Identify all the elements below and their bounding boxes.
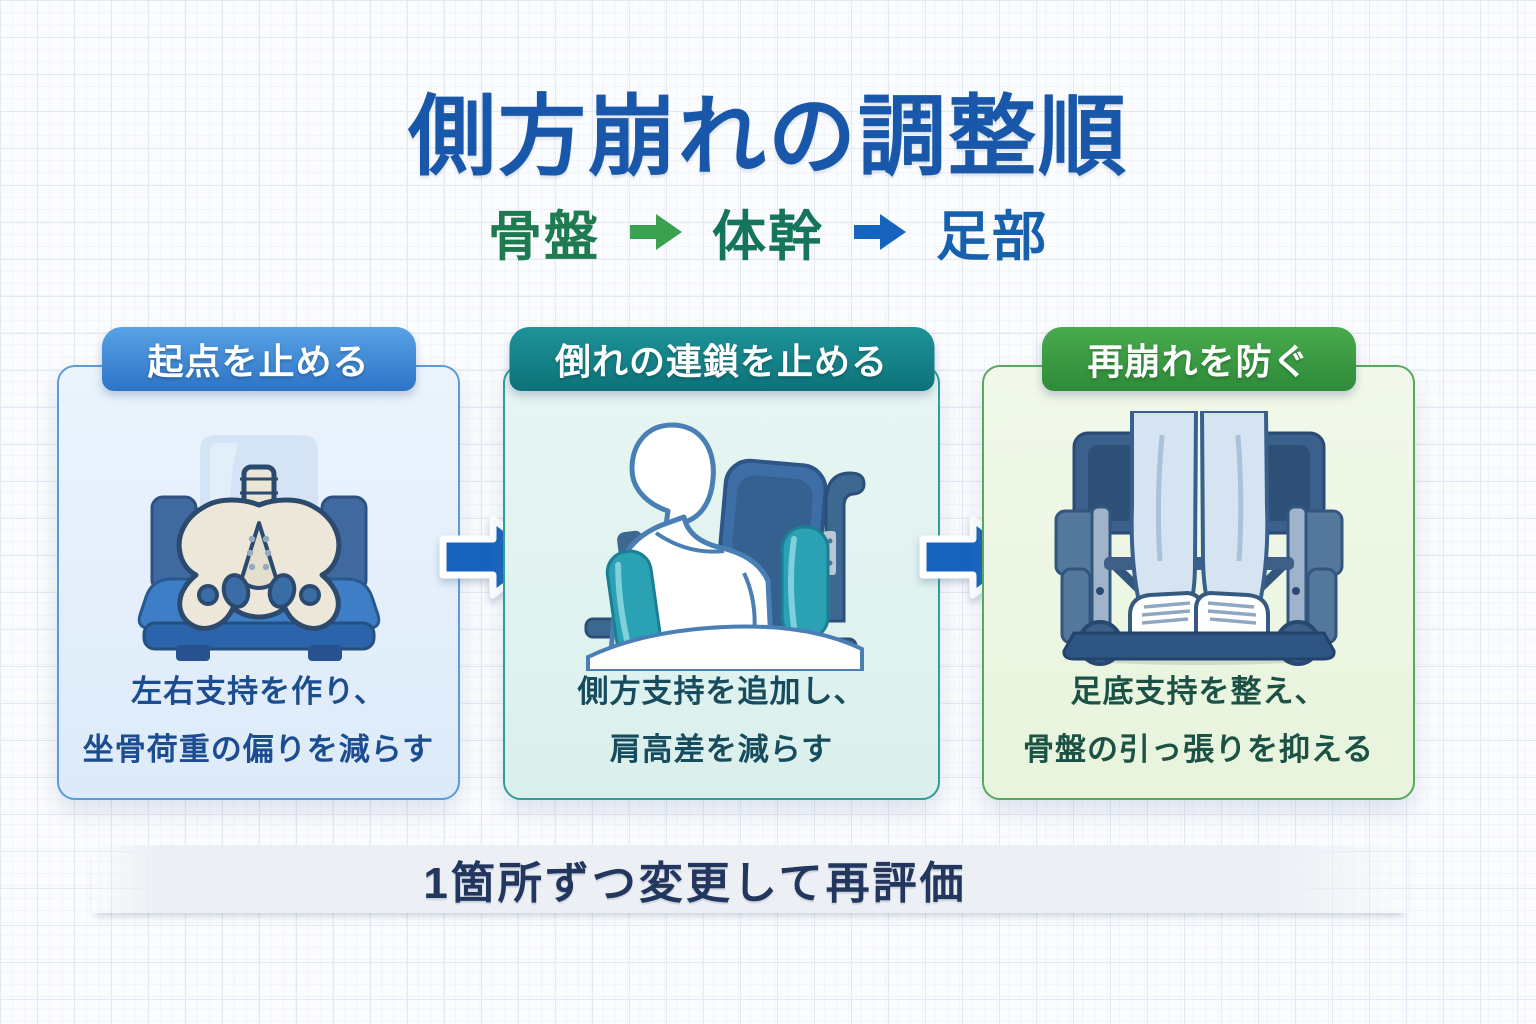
adjustment-order-flow: 骨盤 体幹 足部: [0, 192, 1536, 271]
card-header-pelvis: 起点を止める: [101, 327, 416, 391]
person-in-wheelchair-illustration: [584, 422, 866, 671]
step-card-pelvis: 起点を止める 左右支持を作り、 坐骨荷重の偏りを減らす: [57, 327, 460, 800]
card-text-line: 足底支持を整え、: [1070, 674, 1327, 710]
card-header-foot: 再崩れを防ぐ: [1041, 327, 1356, 391]
footer-band: 1箇所ずつ変更して再評価: [92, 845, 1408, 913]
step-card-foot: 再崩れを防ぐ 足底支持を整え、 骨盤の引っ: [982, 327, 1415, 800]
pelvis-on-seat-illustration: [137, 435, 380, 661]
blue-arrow-icon: [854, 213, 906, 250]
feet-on-footrest-illustration: [1054, 411, 1343, 666]
card-text-line: 骨盤の引っ張りを抑える: [1022, 731, 1375, 767]
card-text-trunk: 側方支持を追加し、 肩高差を減らす: [505, 663, 938, 778]
card-header-trunk: 倒れの連鎖を止める: [508, 327, 935, 391]
card-text-line: 側方支持を追加し、: [577, 674, 866, 710]
flow-step-foot: 足部: [936, 207, 1048, 267]
green-arrow-icon: [630, 213, 682, 250]
page-title: 側方崩れの調整順: [407, 87, 1128, 186]
card-text-pelvis: 左右支持を作り、 坐骨荷重の偏りを減らす: [59, 663, 458, 778]
footer-note: 1箇所ずつ変更して再評価: [423, 859, 967, 908]
step-card-trunk: 倒れの連鎖を止める 側方支持を追加し、 肩高差を減らす: [503, 327, 940, 800]
card-text-foot: 足底支持を整え、 骨盤の引っ張りを抑える: [984, 663, 1413, 778]
card-text-line: 左右支持を作り、: [131, 674, 386, 710]
card-text-line: 坐骨荷重の偏りを減らす: [82, 731, 435, 767]
card-text-line: 肩高差を減らす: [609, 731, 834, 767]
flow-step-pelvis: 骨盤: [488, 207, 600, 267]
flow-step-trunk: 体幹: [712, 207, 824, 267]
